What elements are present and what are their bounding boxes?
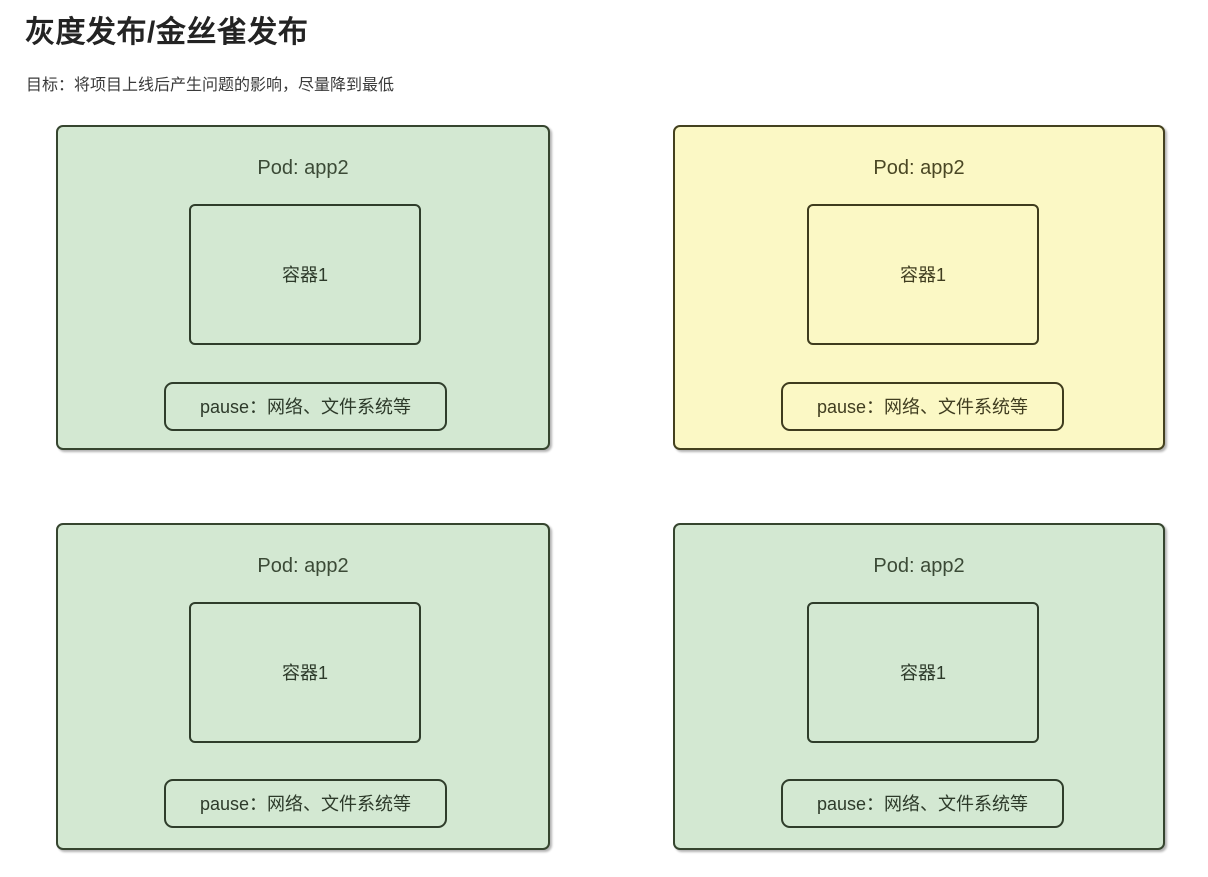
pause-label: pause：网络、文件系统等 [199,793,412,814]
pause-label: pause：网络、文件系统等 [816,396,1029,417]
pause-box[interactable]: pause：网络、文件系统等 [164,779,447,828]
pause-box[interactable]: pause：网络、文件系统等 [164,382,447,431]
pause-box[interactable]: pause：网络、文件系统等 [781,779,1064,828]
container-label: 容器1 [899,264,946,285]
pod-card-top-right[interactable]: Pod: app2 容器1 pause：网络、文件系统等 [673,125,1165,450]
page-title: 灰度发布/金丝雀发布 [25,16,309,49]
pod-title: Pod: app2 [257,157,349,179]
container-box[interactable]: 容器1 [807,204,1039,345]
pause-label: pause：网络、文件系统等 [816,793,1029,814]
page-subtitle: 目标：将项目上线后产生问题的影响，尽量降到最低 [26,77,395,94]
container-label: 容器1 [281,662,328,683]
pod-title: Pod: app2 [873,555,965,577]
pod-card-bottom-left[interactable]: Pod: app2 容器1 pause：网络、文件系统等 [56,523,550,850]
pod-card-bottom-right[interactable]: Pod: app2 容器1 pause：网络、文件系统等 [673,523,1165,850]
pause-label: pause：网络、文件系统等 [199,396,412,417]
container-label: 容器1 [281,264,328,285]
pod-card-top-left[interactable]: Pod: app2 容器1 pause：网络、文件系统等 [56,125,550,450]
container-box[interactable]: 容器1 [807,602,1039,743]
pod-title: Pod: app2 [257,555,349,577]
container-box[interactable]: 容器1 [189,204,421,345]
container-label: 容器1 [899,662,946,683]
pod-title: Pod: app2 [873,157,965,179]
container-box[interactable]: 容器1 [189,602,421,743]
pause-box[interactable]: pause：网络、文件系统等 [781,382,1064,431]
